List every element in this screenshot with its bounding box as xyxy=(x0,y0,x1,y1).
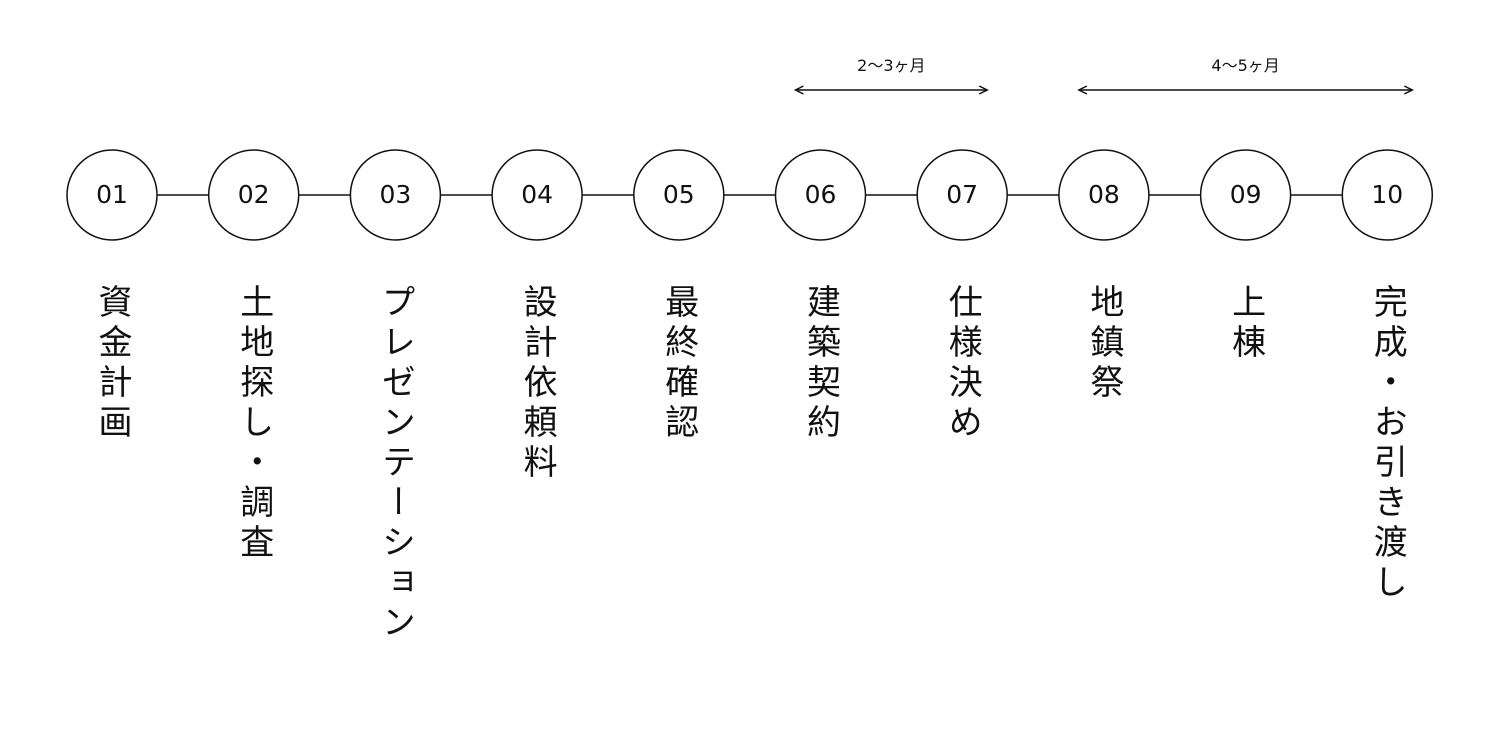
step-number-04: 04 xyxy=(521,180,553,209)
step-label-presentation: プレゼンテーション xyxy=(375,284,416,644)
step-circle xyxy=(774,149,867,241)
duration-arrows xyxy=(793,85,1414,95)
step-number-06: 06 xyxy=(804,180,837,209)
step-number-10: 10 xyxy=(1371,180,1404,209)
step-label-framing: 上棟 xyxy=(1225,284,1266,364)
duration-label-construction: 4〜5ヶ月 xyxy=(1211,56,1280,75)
step-number-08: 08 xyxy=(1087,180,1120,209)
step-circle xyxy=(349,149,442,241)
step-circle xyxy=(491,149,583,241)
step-number-01: 01 xyxy=(96,180,128,209)
step-circle xyxy=(1199,149,1292,241)
step-label-final-check: 最終確認 xyxy=(658,284,699,444)
step-circle xyxy=(66,149,158,241)
duration-label-contract-to-spec: 2〜3ヶ月 xyxy=(857,56,926,75)
step-label-specifications: 仕様決め xyxy=(942,284,983,444)
step-number-05: 05 xyxy=(662,180,695,209)
step-number-07: 07 xyxy=(946,180,979,209)
step-circle xyxy=(207,149,300,241)
step-number-02: 02 xyxy=(237,180,270,209)
duration-arrow xyxy=(1077,85,1414,95)
step-circles xyxy=(66,149,1434,241)
step-circle xyxy=(916,149,1008,241)
step-label-funding-plan: 資金計画 xyxy=(92,284,132,444)
step-circle xyxy=(633,149,725,241)
step-circle xyxy=(1058,149,1150,241)
step-label-land-search: 土地探し・調査 xyxy=(233,284,274,564)
step-number-09: 09 xyxy=(1229,180,1262,209)
step-label-construction-contract: 建築契約 xyxy=(800,284,841,444)
step-label-design-request: 設計依頼料 xyxy=(517,284,558,484)
step-label-handover: 完成・お引き渡し xyxy=(1367,284,1408,604)
step-label-groundbreaking: 地鎮祭 xyxy=(1083,284,1124,404)
step-number-03: 03 xyxy=(379,180,412,209)
duration-arrow xyxy=(793,85,989,95)
step-circle xyxy=(1341,149,1434,241)
